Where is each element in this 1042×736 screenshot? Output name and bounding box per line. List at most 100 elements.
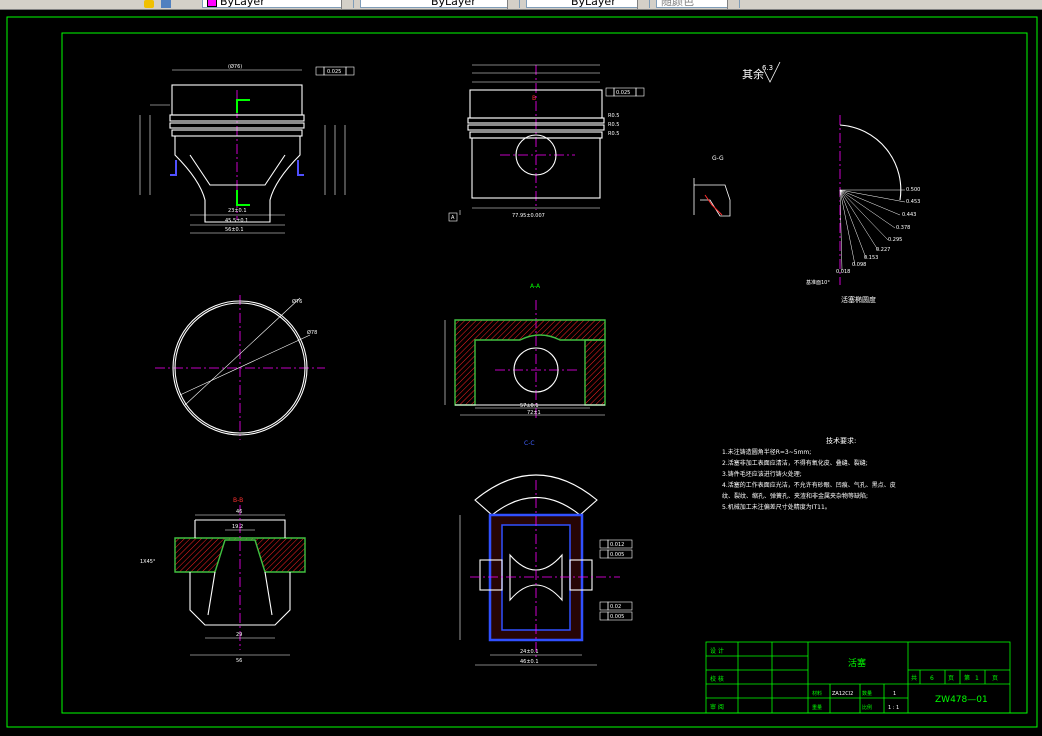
tb-sheet-label: 第 [964,674,970,682]
drawing-canvas[interactable]: (Ø76) 0.025 23±0.1 45.5±0.1 56±0.1 0.025… [0,10,1042,736]
roughness-value: 6.3 [762,64,773,72]
ovality-value-8: 0.018 [836,269,850,275]
tb-material-value: ZA12Cl2 [832,691,853,697]
tech-requirements: 技术要求: 1.未注铸造圆角半径R=3~5mm; 2.活塞非加工表面应清洁，不得… [722,436,896,511]
color-dropdown[interactable]: ByLayer [202,0,354,9]
section-aa-label: A-A [530,283,541,290]
tb-sheet-page-label: 页 [992,675,998,682]
dim-bb-chamfer: 1X45° [140,559,156,565]
tb-review: 审 阅 [710,703,724,711]
section-cc: C-C 24±0.1 46±0.1 0.012 0.005 0.02 0.005 [459,440,633,666]
radius-3: R0.5 [608,131,619,137]
chevron-down-icon[interactable] [341,0,353,9]
ovality-value-5: 0.227 [876,247,890,253]
tb-scale-value: 1 : 1 [888,705,899,711]
chevron-down-icon[interactable] [727,0,739,9]
inner-border [61,32,1028,714]
ovality-diagram: 0.500 0.453 0.443 0.378 0.295 0.227 0.15… [806,115,920,304]
lineweight-dropdown[interactable]: ByLayer [526,0,650,9]
chevron-down-icon[interactable] [507,0,519,9]
section-aa: A-A 57±0.1 72±1 [444,283,606,420]
section-bb-label: B-B [233,497,243,504]
tech-line-3: 3.铸件毛坯应该进行铸火处理; [722,470,802,478]
tolerance-d: 0.005 [610,552,624,558]
radius-2: R0.5 [608,122,619,128]
ovality-value-6: 0.153 [864,255,878,261]
tb-total-value: 6 [930,675,934,682]
tolerance-a: 0.025 [327,69,341,75]
tb-page-label: 页 [948,675,954,682]
tb-check: 校 核 [710,675,724,683]
linetype-dropdown[interactable]: ByLayer [360,0,520,9]
tolerance-c: 0.012 [610,542,624,548]
section-gg: G-G [693,155,731,217]
lineweight-dropdown-label: ByLayer [571,0,616,8]
section-bb: B-B 46 19.2 29 56 1X45° [140,497,306,664]
tech-title: 技术要求: [826,436,856,445]
ovality-value-3: 0.378 [896,225,910,231]
ovality-value-0: 0.500 [906,187,920,193]
layer-previous-icon[interactable] [160,0,171,8]
ovality-angle: 基准面10° [806,279,830,286]
svg-text:A: A [451,215,455,221]
tb-weight-label: 重量 [812,704,822,711]
dim-bb-low: 29 [236,632,242,638]
color-swatch-icon [207,0,217,7]
dim-top-diameter: (Ø76) [228,63,242,70]
tolerance-f: 0.005 [610,614,624,620]
dim-cc-b: 46±0.1 [520,659,539,665]
tech-line-2: 2.活塞非加工表面应清洁，不得有氧化皮、叠缝、裂缝; [722,459,868,467]
tb-quantity-label: 数量 [862,690,872,697]
tb-quantity-value: 1 [893,691,896,697]
title-block [705,641,1011,714]
tech-line-5: 纹、裂纹、缩孔、弹簧孔、夹渣和非金属夹杂物等缺陷; [722,492,868,500]
properties-toolbar: ByLayer ByLayer ByLayer 随颜色 [0,0,1042,10]
tb-scale-label: 比例 [862,704,872,711]
dim-circle-b: Ø78 [307,329,317,336]
tolerance-b: 0.025 [616,90,630,96]
radius-1: R0.5 [608,113,619,119]
layer-state-icon[interactable] [144,0,154,8]
plotstyle-dropdown[interactable]: 随颜色 [656,0,740,9]
linetype-dropdown-label: ByLayer [431,0,476,8]
tolerance-e: 0.02 [610,604,621,610]
dim-aa-a: 57±0.1 [520,403,539,409]
tech-line-6: 5.机械加工未注偏差尺寸处精度为IT11。 [722,503,831,511]
plotstyle-dropdown-label: 随颜色 [661,0,694,8]
ovality-value-4: 0.295 [888,237,902,243]
tb-design: 设 计 [710,647,724,655]
dim-cc-a: 24±0.1 [520,649,539,655]
dim-bb-mid: 19.2 [232,524,243,530]
ovality-title: 活塞椭圆度 [841,295,876,304]
tech-line-4: 4.活塞的工作表面应光洁，不允许有砂眼、凹痕、气孔、黑点、皮 [722,481,896,489]
dim-width-b: 45.5±0.1 [225,218,248,224]
ovality-value-2: 0.443 [902,212,916,218]
dim-total-width: 77.95±0.007 [512,213,545,219]
chevron-down-icon[interactable] [637,0,649,9]
side-view: 0.025 R0.5 R0.5 R0.5 77.95±0.007 B A [448,64,645,222]
tb-total-label: 共 [911,674,917,682]
dim-width-a: 23±0.1 [228,208,247,214]
dim-bb-top: 46 [236,509,242,515]
tb-sheet-value: 1 [975,675,979,682]
tech-line-1: 1.未注铸造圆角半径R=3~5mm; [722,448,811,456]
ovality-value-1: 0.453 [906,199,920,205]
svg-text:B: B [532,95,536,102]
dim-width-c: 56±0.1 [225,227,244,233]
dim-circle-a: Ø76 [292,298,302,305]
tb-material-label: 材料 [812,690,822,697]
title-block-text: 设 计 校 核 审 阅 活塞 材料 ZA12Cl2 数量 1 重量 比例 1 :… [710,647,998,711]
toolbar-icons[interactable] [140,0,190,8]
section-cc-label: C-C [524,440,535,447]
section-gg-label: G-G [712,155,724,162]
color-dropdown-label: ByLayer [220,0,265,8]
front-view: (Ø76) 0.025 23±0.1 45.5±0.1 56±0.1 [139,63,355,234]
plan-view: Ø76 Ø78 [155,295,325,440]
tb-part-name: 活塞 [848,657,866,669]
ovality-value-7: 0.098 [852,262,866,268]
outer-border [6,16,1038,728]
tb-drawing-number: ZW478—01 [935,695,988,705]
roughness-note: 其余 6.3 [742,61,781,83]
roughness-label: 其余 [742,67,764,81]
dim-bb-bot: 56 [236,658,242,664]
